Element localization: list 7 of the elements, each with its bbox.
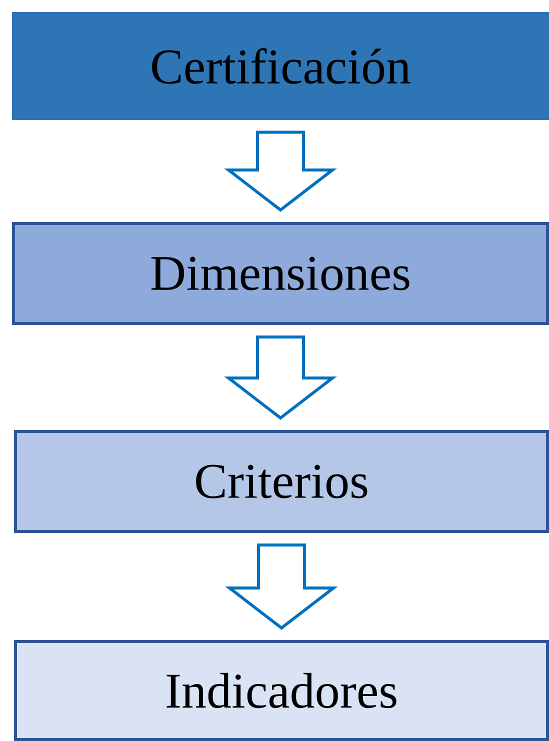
process-box: Certificación (12, 12, 549, 120)
block-arrow (225, 544, 338, 630)
block-arrow (224, 130, 337, 212)
process-box: Indicadores (14, 640, 549, 741)
process-box: Dimensiones (12, 222, 549, 325)
process-box: Criterios (14, 430, 549, 533)
block-arrow (224, 336, 337, 420)
